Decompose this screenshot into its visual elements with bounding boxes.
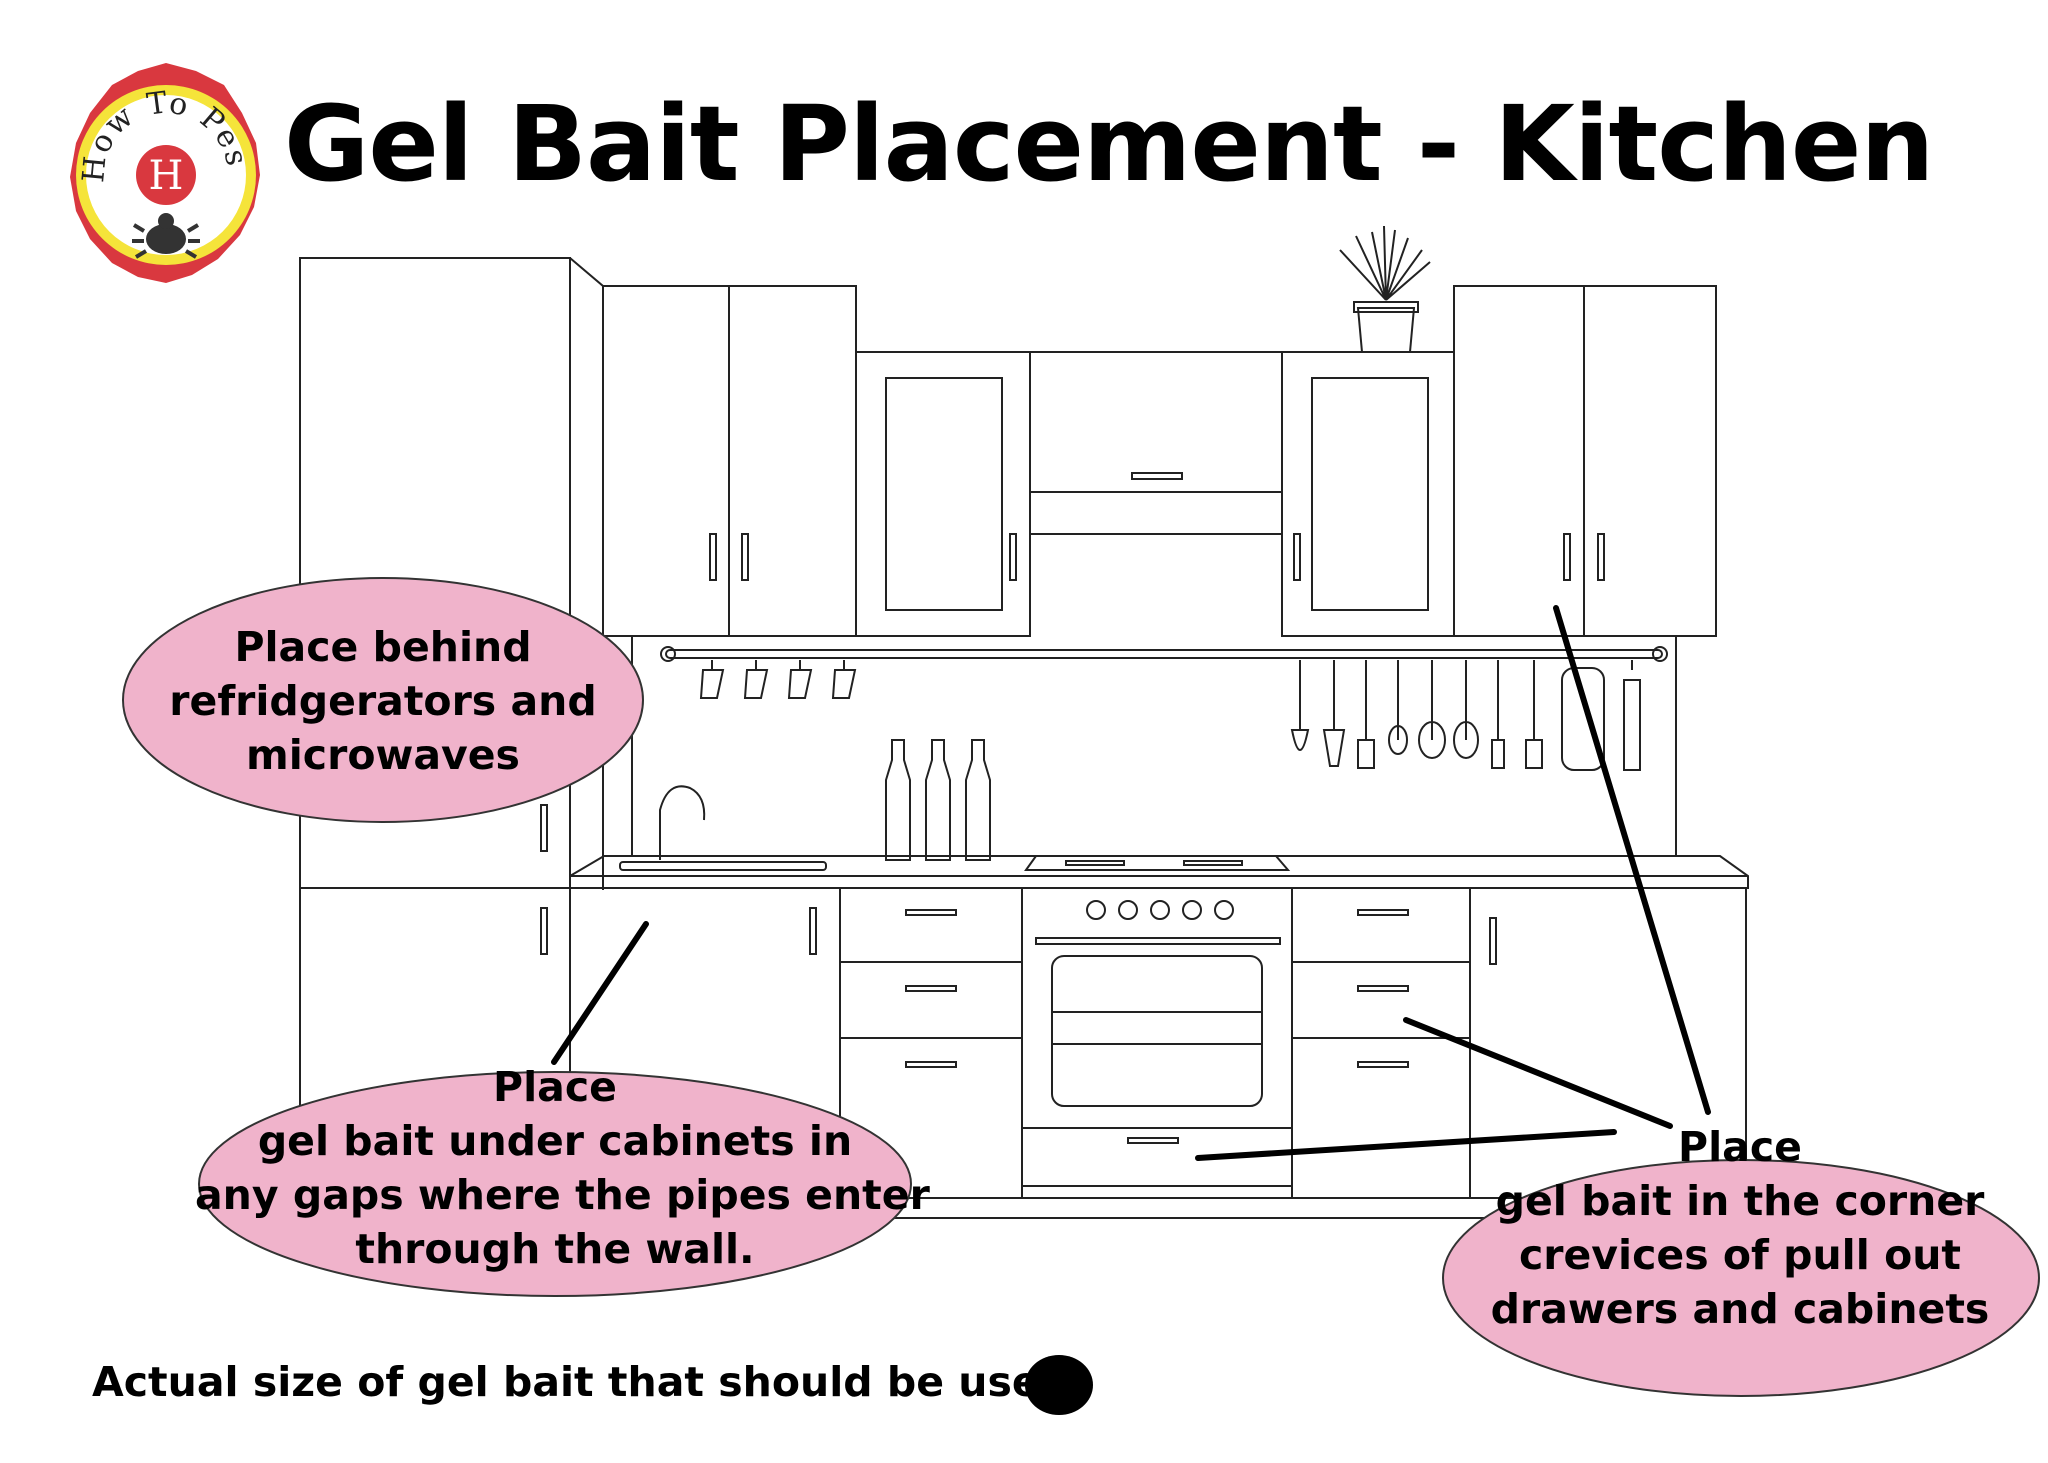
callout-line: refridgerators and	[169, 677, 597, 725]
hanging-mugs	[699, 660, 857, 699]
gel-size-label: Actual size of gel bait that should be u…	[92, 1358, 1086, 1406]
callout-line: Place behind	[234, 623, 532, 671]
how-to-pest-logo: H How To Pest	[56, 55, 260, 283]
callout-line: crevices of pull out	[1518, 1231, 1962, 1279]
pointer-oven-drawer	[1195, 1129, 1617, 1161]
callout-line: microwaves	[246, 731, 520, 779]
logo-h-badge	[136, 145, 196, 205]
bottles	[885, 739, 991, 861]
tap	[659, 785, 706, 860]
bubble-refrigerators	[122, 577, 644, 823]
bug-icon	[132, 213, 200, 259]
callout-line: gel bait in the corner	[1495, 1177, 1985, 1225]
logo-center-letter: H	[149, 153, 184, 199]
pointer-pipes	[551, 921, 649, 1065]
bubble-pipes	[198, 1071, 912, 1297]
callout-line: drawers and cabinets	[1490, 1285, 1990, 1333]
oven	[1021, 887, 1293, 1129]
callout-line: through the wall.	[355, 1225, 755, 1273]
pointer-upper-cabinet	[1553, 605, 1711, 1115]
callout-drawers: Place gel bait in the corner crevices of…	[1450, 1120, 2030, 1336]
callout-pipes: Place gel bait under cabinets in any gap…	[195, 1060, 930, 1276]
gel-bait-dot	[1025, 1355, 1093, 1415]
callout-line: gel bait under cabinets in	[257, 1117, 853, 1165]
cooktop	[1024, 855, 1291, 871]
callout-line: Place	[493, 1063, 617, 1111]
bubble-drawers	[1442, 1159, 2040, 1397]
page-title: Gel Bait Placement - Kitchen	[284, 83, 1934, 205]
callout-line: Place	[1678, 1123, 1802, 1171]
hanging-utensils	[1290, 660, 1641, 771]
countertop	[569, 855, 1749, 889]
tall-cabinet-handle-lower	[540, 907, 548, 955]
plant-pot	[1356, 307, 1416, 353]
glass-cabinet-left	[855, 351, 1031, 637]
pointer-drawer	[1403, 1017, 1673, 1129]
oven-knobs	[1086, 900, 1234, 920]
callout-line: any gaps where the pipes enter	[195, 1171, 930, 1219]
utensil-rail	[665, 649, 1663, 659]
callout-refrigerators: Place behind refridgerators and microwav…	[143, 620, 623, 782]
range-hood	[1029, 351, 1283, 493]
tall-cabinet-handle-upper	[540, 804, 548, 852]
